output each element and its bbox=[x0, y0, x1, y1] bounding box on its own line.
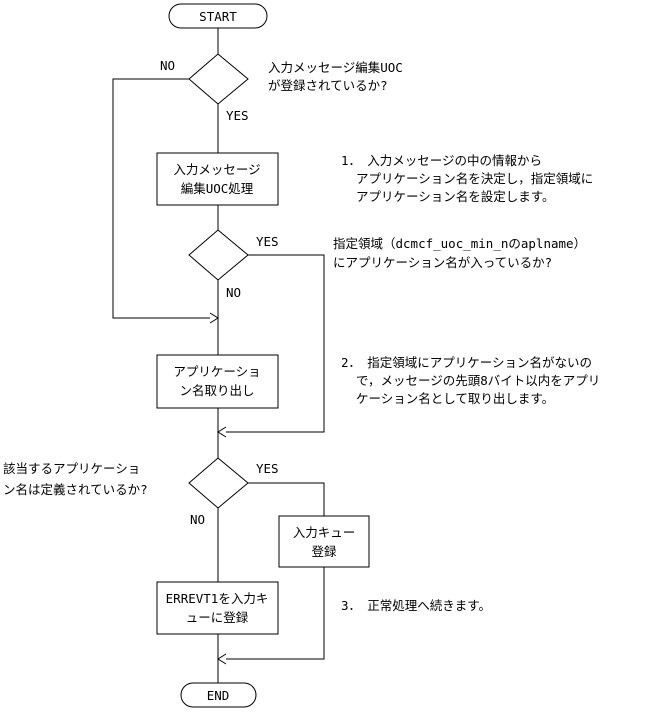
connector-p3-merge bbox=[226, 567, 325, 660]
connector-d2-yes bbox=[226, 254, 325, 433]
process-1-line-2: 編集UOC処理 bbox=[181, 181, 254, 196]
decision-3-no-label: NO bbox=[190, 512, 205, 527]
note-3-line-1: 3． 正常処理へ続きます。 bbox=[341, 598, 491, 613]
note-1-line-2: アプリケーション名を決定し，指定領域に bbox=[356, 171, 593, 186]
start-terminal: START bbox=[168, 3, 268, 29]
decision-1-question-line-2: が登録されているか? bbox=[268, 78, 388, 93]
arrow-head bbox=[209, 312, 219, 324]
decision-3-yes-label: YES bbox=[256, 461, 279, 476]
note-2-line-3: ケーション名として取り出します。 bbox=[356, 391, 554, 406]
note-1-line-1: 1． 入力メッセージの中の情報から bbox=[341, 153, 542, 168]
process-2-line-1: アプリケーショ bbox=[173, 364, 260, 379]
process-input-message-edit-uoc: 入力メッセージ 編集UOC処理 bbox=[156, 152, 279, 206]
process-4-line-1: ERREVT1を入力キ bbox=[166, 591, 269, 606]
process-register-errevt1: ERREVT1を入力キ ューに登録 bbox=[156, 581, 279, 635]
decision-uoc-registered bbox=[188, 53, 249, 105]
decision-1-no-label: NO bbox=[160, 58, 175, 73]
decision-2-question-line-1: 指定領域（dcmcf_uoc_min_nのaplname） bbox=[333, 236, 586, 251]
decision-application-defined bbox=[188, 457, 249, 509]
end-terminal: END bbox=[180, 682, 257, 708]
note-2-line-2: で，メッセージの先頭8バイト以内をアプリ bbox=[356, 373, 600, 388]
connector-d1-no bbox=[112, 78, 210, 319]
decision-3-question-line-1: 該当するアプリケーショ bbox=[3, 461, 140, 476]
process-4-line-2: ューに登録 bbox=[186, 610, 249, 625]
note-2-line-1: 2． 指定領域にアプリケーション名がないの bbox=[341, 355, 592, 370]
process-register-input-queue: 入力キュー 登録 bbox=[278, 515, 370, 568]
process-2-line-2: ン名取り出し bbox=[179, 383, 254, 398]
start-label: START bbox=[199, 9, 237, 24]
note-1-line-3: アプリケーション名を設定します。 bbox=[356, 189, 555, 204]
process-extract-application-name: アプリケーショ ン名取り出し bbox=[156, 354, 279, 409]
connector-d3-yes bbox=[248, 482, 325, 516]
process-3-line-1: 入力キュー bbox=[293, 525, 356, 540]
decision-1-yes-label: YES bbox=[226, 108, 249, 123]
decision-2-yes-label: YES bbox=[256, 234, 279, 249]
decision-2-question-line-2: にアプリケーション名が入っているか? bbox=[333, 255, 552, 270]
arrow-head bbox=[217, 653, 227, 665]
arrow-head bbox=[217, 426, 227, 438]
decision-2-no-label: NO bbox=[226, 285, 241, 300]
process-3-line-2: 登録 bbox=[311, 544, 337, 559]
process-1-line-1: 入力メッセージ bbox=[173, 162, 260, 177]
decision-1-question-line-1: 入力メッセージ編集UOC bbox=[268, 60, 403, 75]
end-label: END bbox=[207, 688, 230, 703]
decision-aplname-set bbox=[188, 229, 249, 281]
decision-3-question-line-2: ン名は定義されているか? bbox=[3, 482, 148, 497]
